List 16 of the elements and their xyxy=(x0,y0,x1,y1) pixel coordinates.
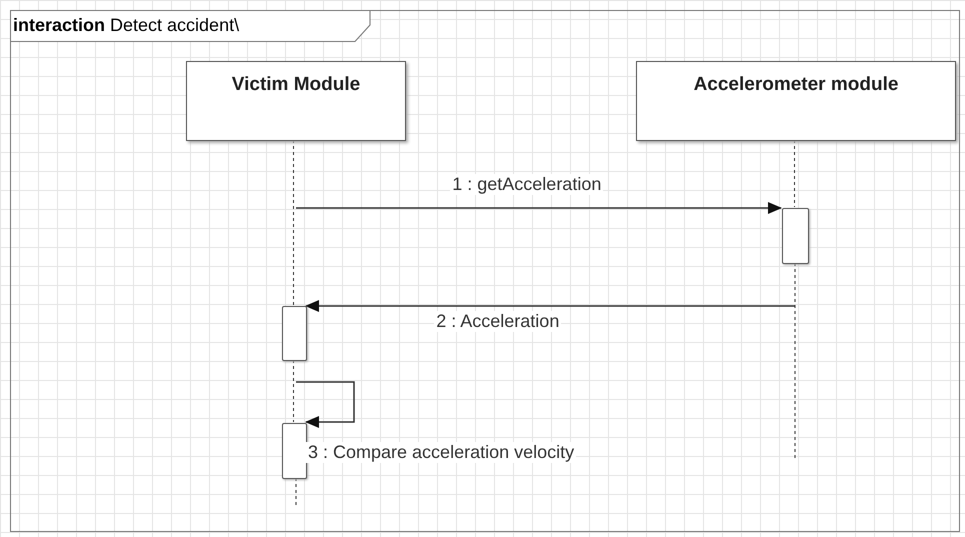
lifeline xyxy=(293,360,294,422)
message-arrow xyxy=(296,381,355,428)
edge-label: 3 : Compare acceleration velocity xyxy=(306,442,576,463)
message-arrow xyxy=(305,300,795,312)
message-arrow xyxy=(296,202,782,214)
edge-label: 1 : getAcceleration xyxy=(450,174,604,195)
lifeline-head-box: Victim Module xyxy=(186,61,406,141)
activation-bar xyxy=(282,306,307,361)
activation-bar xyxy=(282,423,307,479)
interaction-frame xyxy=(10,10,960,532)
edge-label: 2 : Acceleration xyxy=(434,311,562,332)
lifeline xyxy=(293,140,294,306)
activation-bar xyxy=(782,208,809,264)
lifeline-head-box: Accelerometer module xyxy=(636,61,956,141)
frame-title: interaction Detect accident\ xyxy=(13,15,240,36)
lifeline xyxy=(794,140,795,208)
